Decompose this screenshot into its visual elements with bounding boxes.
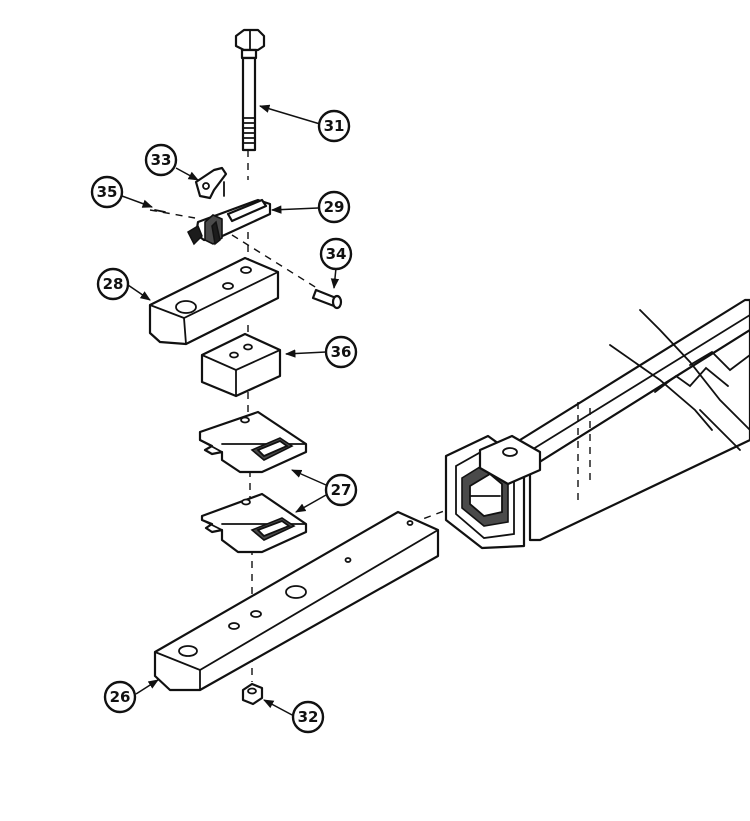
slotted-plate-upper-part-27 [198, 410, 308, 474]
callout-label: 27 [331, 481, 352, 499]
callout-28: 28 [96, 267, 130, 301]
callout-label: 29 [324, 198, 345, 216]
callout-label: 31 [324, 117, 345, 135]
spring-pin-part-35 [154, 209, 166, 213]
callout-label: 26 [110, 688, 131, 706]
callout-label: 34 [326, 245, 347, 263]
callout-label: 33 [151, 151, 172, 169]
callout-label: 32 [298, 708, 319, 726]
slotted-plate-lower-part-27 [200, 492, 308, 554]
callout-31: 31 [317, 109, 351, 143]
callout-27: 27 [324, 473, 358, 507]
callout-label: 28 [103, 275, 124, 293]
callout-label: 36 [331, 343, 352, 361]
latch-lever-part-33 [194, 166, 228, 200]
callout-33: 33 [144, 143, 178, 177]
callout-32: 32 [291, 700, 325, 734]
clevis-pin-part-34 [311, 288, 343, 310]
frame-tube-assembly [444, 298, 750, 550]
callout-label: 35 [97, 183, 118, 201]
callout-26: 26 [103, 680, 137, 714]
upper-plate-part-28 [148, 256, 280, 346]
hex-nut-part-32 [241, 682, 264, 706]
tongue-bar-part-26 [153, 510, 440, 692]
clevis-block-part-29 [187, 198, 272, 246]
callout-36: 36 [324, 335, 358, 369]
callout-29: 29 [317, 190, 351, 224]
callout-34: 34 [319, 237, 353, 271]
callout-35: 35 [90, 175, 124, 209]
leader-lines [121, 104, 340, 717]
spacer-block-part-36 [200, 332, 282, 398]
bolt-part-31 [234, 28, 266, 152]
